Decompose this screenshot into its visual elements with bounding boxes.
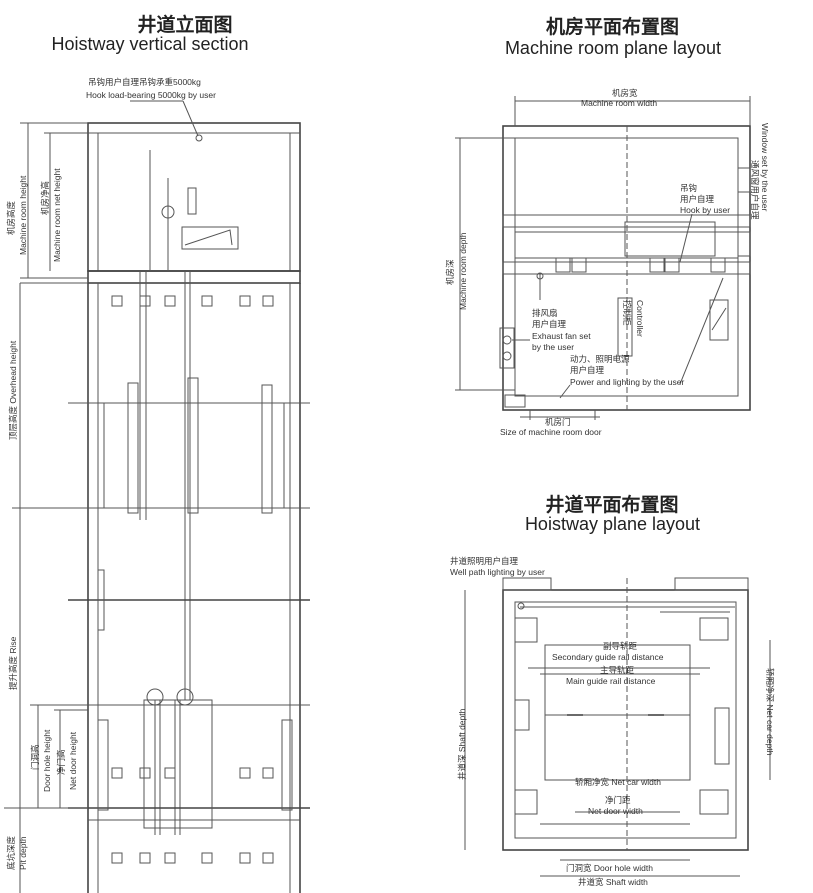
secondary-rail-zh: 副导轨距 — [603, 641, 638, 651]
machine-room-title-en: Machine room plane layout — [504, 38, 722, 58]
mr-door-zh: 机房门 — [545, 417, 571, 427]
net-car-depth-label: 轿厢净深 Net car depth — [765, 668, 775, 756]
secondary-rail-en: Secondary guide rail distance — [552, 652, 664, 662]
controller-en: Controller — [635, 300, 645, 337]
window-label-en: Window set by the user — [760, 123, 770, 212]
main-rail-en: Main guide rail distance — [566, 676, 656, 686]
door-hole-height-en: Door hole height — [42, 729, 52, 792]
mr-hook-en: Hook by user — [680, 205, 731, 215]
hoistway-plan-title-zh: 井道平面布置图 — [545, 494, 679, 516]
hoistway-plan-drawing — [464, 577, 771, 877]
machine-room-height-en: Machine room height — [18, 175, 28, 255]
mr-hook-zh-1: 吊钩 — [680, 183, 698, 193]
power-zh-2: 用户自理 — [570, 365, 605, 375]
fan-en-2: by the user — [532, 342, 575, 352]
machine-room-net-height-en: Machine room net height — [52, 168, 62, 262]
fan-zh-1: 排风扇 — [532, 308, 558, 318]
machine-room-net-height-zh: 机房净高 — [40, 180, 50, 215]
door-hole-width-label: 门洞宽 Door hole width — [566, 863, 653, 873]
pit-depth-zh: 底坑深度 — [6, 835, 16, 870]
fan-en-1: Exhaust fan set — [532, 331, 591, 341]
hoistway-plan-title-en: Hoistway plane layout — [524, 514, 701, 534]
lighting-en: Well path lighting by user — [450, 567, 545, 577]
mr-hook-zh-2: 用户自理 — [680, 194, 715, 204]
machine-room-width-zh: 机房宽 — [612, 88, 638, 98]
door-hole-height-zh: 门洞高 — [30, 744, 40, 770]
hook-label-zh: 吊钩用户自理吊钩承重5000kg — [88, 77, 201, 87]
net-door-width-zh: 净门距 — [605, 795, 631, 805]
lighting-zh: 井道照明用户自理 — [450, 556, 519, 566]
rail-brackets — [111, 295, 274, 864]
hook-label-en: Hook load-bearing 5000kg by user — [86, 90, 216, 100]
power-zh-1: 动力、照明电源 — [570, 354, 630, 364]
fan-zh-2: 用户自理 — [532, 319, 567, 329]
machine-room-plan-drawing — [455, 96, 751, 420]
mr-door-en: Size of machine room door — [500, 427, 602, 437]
shaft-depth-label: 井道深 Shaft depth — [457, 708, 467, 780]
vertical-section-title-en: Hoistway vertical section — [51, 34, 249, 54]
rise-label: 提升高度 Rise — [8, 636, 18, 690]
vertical-section-drawing — [4, 100, 310, 893]
vertical-section-title-zh: 井道立面图 — [137, 14, 233, 36]
machine-room-depth-zh: 机房深 — [445, 259, 455, 285]
machine-room-depth-en: Machine room depth — [458, 232, 468, 311]
machine-room-title-zh: 机房平面布置图 — [545, 16, 679, 38]
power-en: Power and lighting by the user — [570, 377, 685, 387]
net-door-width-en: Net door width — [588, 806, 643, 816]
net-car-width-label: 轿厢净宽 Net car width — [575, 777, 661, 787]
net-door-height-zh: 净门高 — [56, 749, 66, 775]
window-label-zh: 通风窗用户自理 — [750, 160, 760, 220]
machine-room-width-en: Machine room width — [581, 98, 658, 108]
main-rail-zh: 主导轨距 — [600, 665, 635, 675]
controller-zh: 控制柜 — [622, 300, 632, 326]
machine-room-height-zh: 机房高度 — [6, 200, 16, 235]
shaft-width-label: 井道宽 Shaft width — [578, 877, 648, 887]
pit-depth-en: Pit depth — [18, 836, 28, 870]
net-door-height-en: Net door height — [68, 731, 78, 790]
overhead-height-label: 顶层高度 Overhead height — [8, 340, 18, 440]
